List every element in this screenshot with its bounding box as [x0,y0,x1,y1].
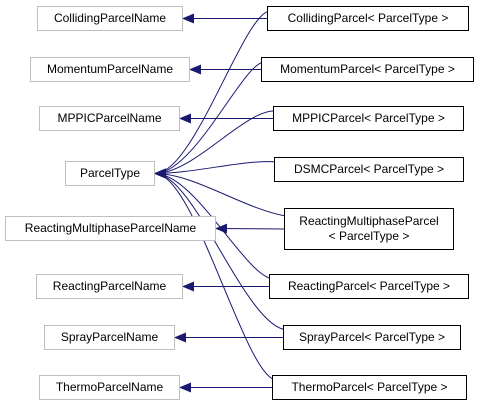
colliding-parcel-node[interactable]: CollidingParcel< ParcelType > [267,6,469,31]
node-label: ThermoParcelName [55,380,164,394]
mppic-parcel-node[interactable]: MPPICParcel< ParcelType > [273,106,464,131]
node-label: MPPICParcel< ParcelType > [292,111,445,125]
node-label: ParcelType [79,166,141,180]
node-label: ReactingParcelName [52,279,167,293]
reacting-parcel-name-node[interactable]: ReactingParcelName [36,274,183,299]
inheritance-edge-dsmc-parcel-to-parcel-type [154,161,279,179]
reacting-multiphase-parcel-name-node[interactable]: ReactingMultiphaseParcelName [5,216,216,241]
reacting-multiphase-parcel-node[interactable]: ReactingMultiphaseParcel < ParcelType > [284,208,454,250]
node-label: MomentumParcelName [46,62,174,76]
momentum-parcel-node[interactable]: MomentumParcel< ParcelType > [261,57,474,82]
colliding-parcel-name-node[interactable]: CollidingParcelName [37,6,183,31]
node-label: ReactingParcel< ParcelType > [287,279,451,293]
reacting-parcel-node[interactable]: ReactingParcel< ParcelType > [269,274,469,299]
spray-parcel-name-node[interactable]: SprayParcelName [44,325,175,350]
node-label-line-2: < ParcelType > [328,229,410,243]
node-label: ReactingMultiphaseParcelName [24,221,197,235]
inheritance-edge-reacting-multiphase-parcel-to-reacting-multiphase-parcel-name [215,223,285,234]
node-label: MPPICParcelName [57,111,162,125]
node-label: SprayParcelName [60,330,159,344]
node-label: SprayParcel< ParcelType > [298,330,446,344]
node-label: MomentumParcel< ParcelType > [280,62,455,76]
inheritance-edge-colliding-parcel-to-parcel-type [154,10,272,179]
inheritance-edge-mppic-parcel-to-parcel-type [154,110,278,179]
node-label: ThermoParcel< ParcelType > [291,380,448,394]
inheritance-edge-momentum-parcel-to-parcel-type [154,61,266,179]
node-label-line-1: ReactingMultiphaseParcel [299,214,439,228]
node-label: CollidingParcel< ParcelType > [287,11,449,25]
parcel-type-node[interactable]: ParcelType [65,161,155,186]
inheritance-edge-reacting-multiphase-parcel-to-parcel-type [154,168,289,217]
node-label: DSMCParcel< ParcelType > [293,162,445,176]
momentum-parcel-name-node[interactable]: MomentumParcelName [30,57,190,82]
inheritance-edge-reacting-parcel-to-parcel-type [154,168,274,280]
spray-parcel-node[interactable]: SprayParcel< ParcelType > [283,325,461,350]
thermo-parcel-name-node[interactable]: ThermoParcelName [39,375,180,400]
inheritance-edge-thermo-parcel-to-parcel-type [154,168,277,381]
thermo-parcel-node[interactable]: ThermoParcel< ParcelType > [272,375,467,400]
inheritance-edge-spray-parcel-to-parcel-type [154,168,288,331]
node-label: CollidingParcelName [53,11,167,25]
dsmc-parcel-node[interactable]: DSMCParcel< ParcelType > [274,157,464,182]
mppic-parcel-name-node[interactable]: MPPICParcelName [39,106,180,131]
